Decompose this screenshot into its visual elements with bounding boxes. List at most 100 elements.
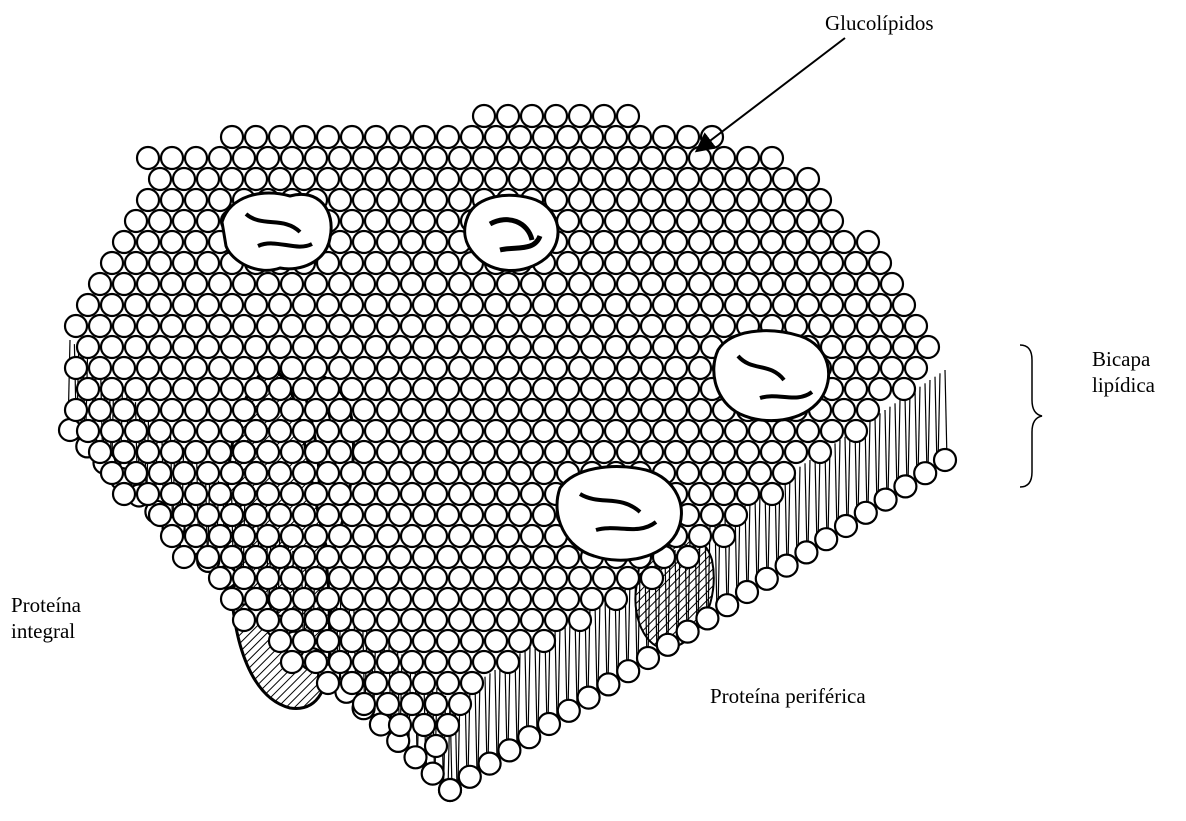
lipid-head [209, 399, 231, 421]
lipid-head [377, 441, 399, 463]
lipid-head [629, 252, 651, 274]
lipid-head [377, 567, 399, 589]
lipid-head [245, 168, 267, 190]
lipid-head [341, 294, 363, 316]
lipid-head [797, 420, 819, 442]
lipid-head [137, 483, 159, 505]
lipid-head [449, 441, 471, 463]
lipid-head [353, 525, 375, 547]
label-proteina-integral: Proteína integral [11, 592, 81, 644]
lipid-head [425, 651, 447, 673]
lipid-head [749, 252, 771, 274]
lipid-head [569, 231, 591, 253]
label-glucolipidos: Glucolípidos [825, 10, 934, 36]
lipid-head [305, 525, 327, 547]
lipid-head [485, 546, 507, 568]
lipid-head [485, 420, 507, 442]
lipid-head [221, 504, 243, 526]
lipid-head [557, 294, 579, 316]
lipid-head [569, 273, 591, 295]
lipid-head [855, 502, 877, 524]
lipid-head [509, 168, 531, 190]
lipid-head [437, 672, 459, 694]
lipid-head [293, 420, 315, 442]
lipid-head [509, 420, 531, 442]
lipid-head [593, 315, 615, 337]
lipid-head [89, 399, 111, 421]
lipid-head [305, 483, 327, 505]
lipid-head [281, 483, 303, 505]
lipid-head [497, 399, 519, 421]
lipid-head [281, 441, 303, 463]
lipid-head [329, 441, 351, 463]
lipid-head [473, 483, 495, 505]
lipid-head [281, 399, 303, 421]
lipid-head [485, 462, 507, 484]
lipid-head [413, 336, 435, 358]
lipid-head [473, 399, 495, 421]
lipid-head [557, 378, 579, 400]
lipid-head [875, 489, 897, 511]
lipid-head [149, 378, 171, 400]
lipid-head [113, 483, 135, 505]
lipid-head [137, 441, 159, 463]
lipid-head [485, 630, 507, 652]
lipid-head [713, 231, 735, 253]
lipid-head [449, 273, 471, 295]
lipid-head [341, 420, 363, 442]
lipid-head [725, 420, 747, 442]
lipid-head [425, 147, 447, 169]
lipid-head [401, 441, 423, 463]
integral-line2: integral [11, 618, 81, 644]
lipid-tail [478, 680, 480, 770]
lipid-head [221, 588, 243, 610]
lipid-head [637, 647, 659, 669]
lipid-head [401, 147, 423, 169]
lipid-head [269, 168, 291, 190]
bicapa-line1: Bicapa [1092, 346, 1155, 372]
lipid-head [581, 252, 603, 274]
lipid-head [353, 567, 375, 589]
lipid-head [341, 378, 363, 400]
lipid-head [413, 588, 435, 610]
lipid-head [365, 588, 387, 610]
lipid-head [245, 378, 267, 400]
lipid-head [545, 567, 567, 589]
lipid-head [317, 630, 339, 652]
lipid-head [389, 462, 411, 484]
lipid-head [593, 273, 615, 295]
lipid-head [773, 420, 795, 442]
lipid-head [701, 504, 723, 526]
lipid-head [125, 252, 147, 274]
lipid-head [518, 726, 540, 748]
lipid-head [737, 273, 759, 295]
lipid-head [761, 189, 783, 211]
lipid-head [269, 126, 291, 148]
lipid-head [689, 231, 711, 253]
lipid-head [833, 273, 855, 295]
lipid-head [581, 168, 603, 190]
lipid-head [449, 357, 471, 379]
lipid-head [869, 294, 891, 316]
lipid-head [509, 504, 531, 526]
lipid-head [761, 441, 783, 463]
lipid-head [101, 420, 123, 442]
lipid-head [449, 609, 471, 631]
lipid-head [437, 504, 459, 526]
lipid-head [341, 546, 363, 568]
lipid-head [497, 609, 519, 631]
glucolipidos-arrow [698, 38, 845, 150]
lipid-head [89, 273, 111, 295]
lipid-head [657, 634, 679, 656]
lipid-head [776, 555, 798, 577]
lipid-head [809, 315, 831, 337]
lipid-head [221, 294, 243, 316]
lipid-head [677, 210, 699, 232]
lipid-head [795, 541, 817, 563]
lipid-head [473, 525, 495, 547]
lipid-head [593, 441, 615, 463]
lipid-head [377, 189, 399, 211]
lipid-head [293, 294, 315, 316]
lipid-head [125, 336, 147, 358]
lipid-head [593, 399, 615, 421]
